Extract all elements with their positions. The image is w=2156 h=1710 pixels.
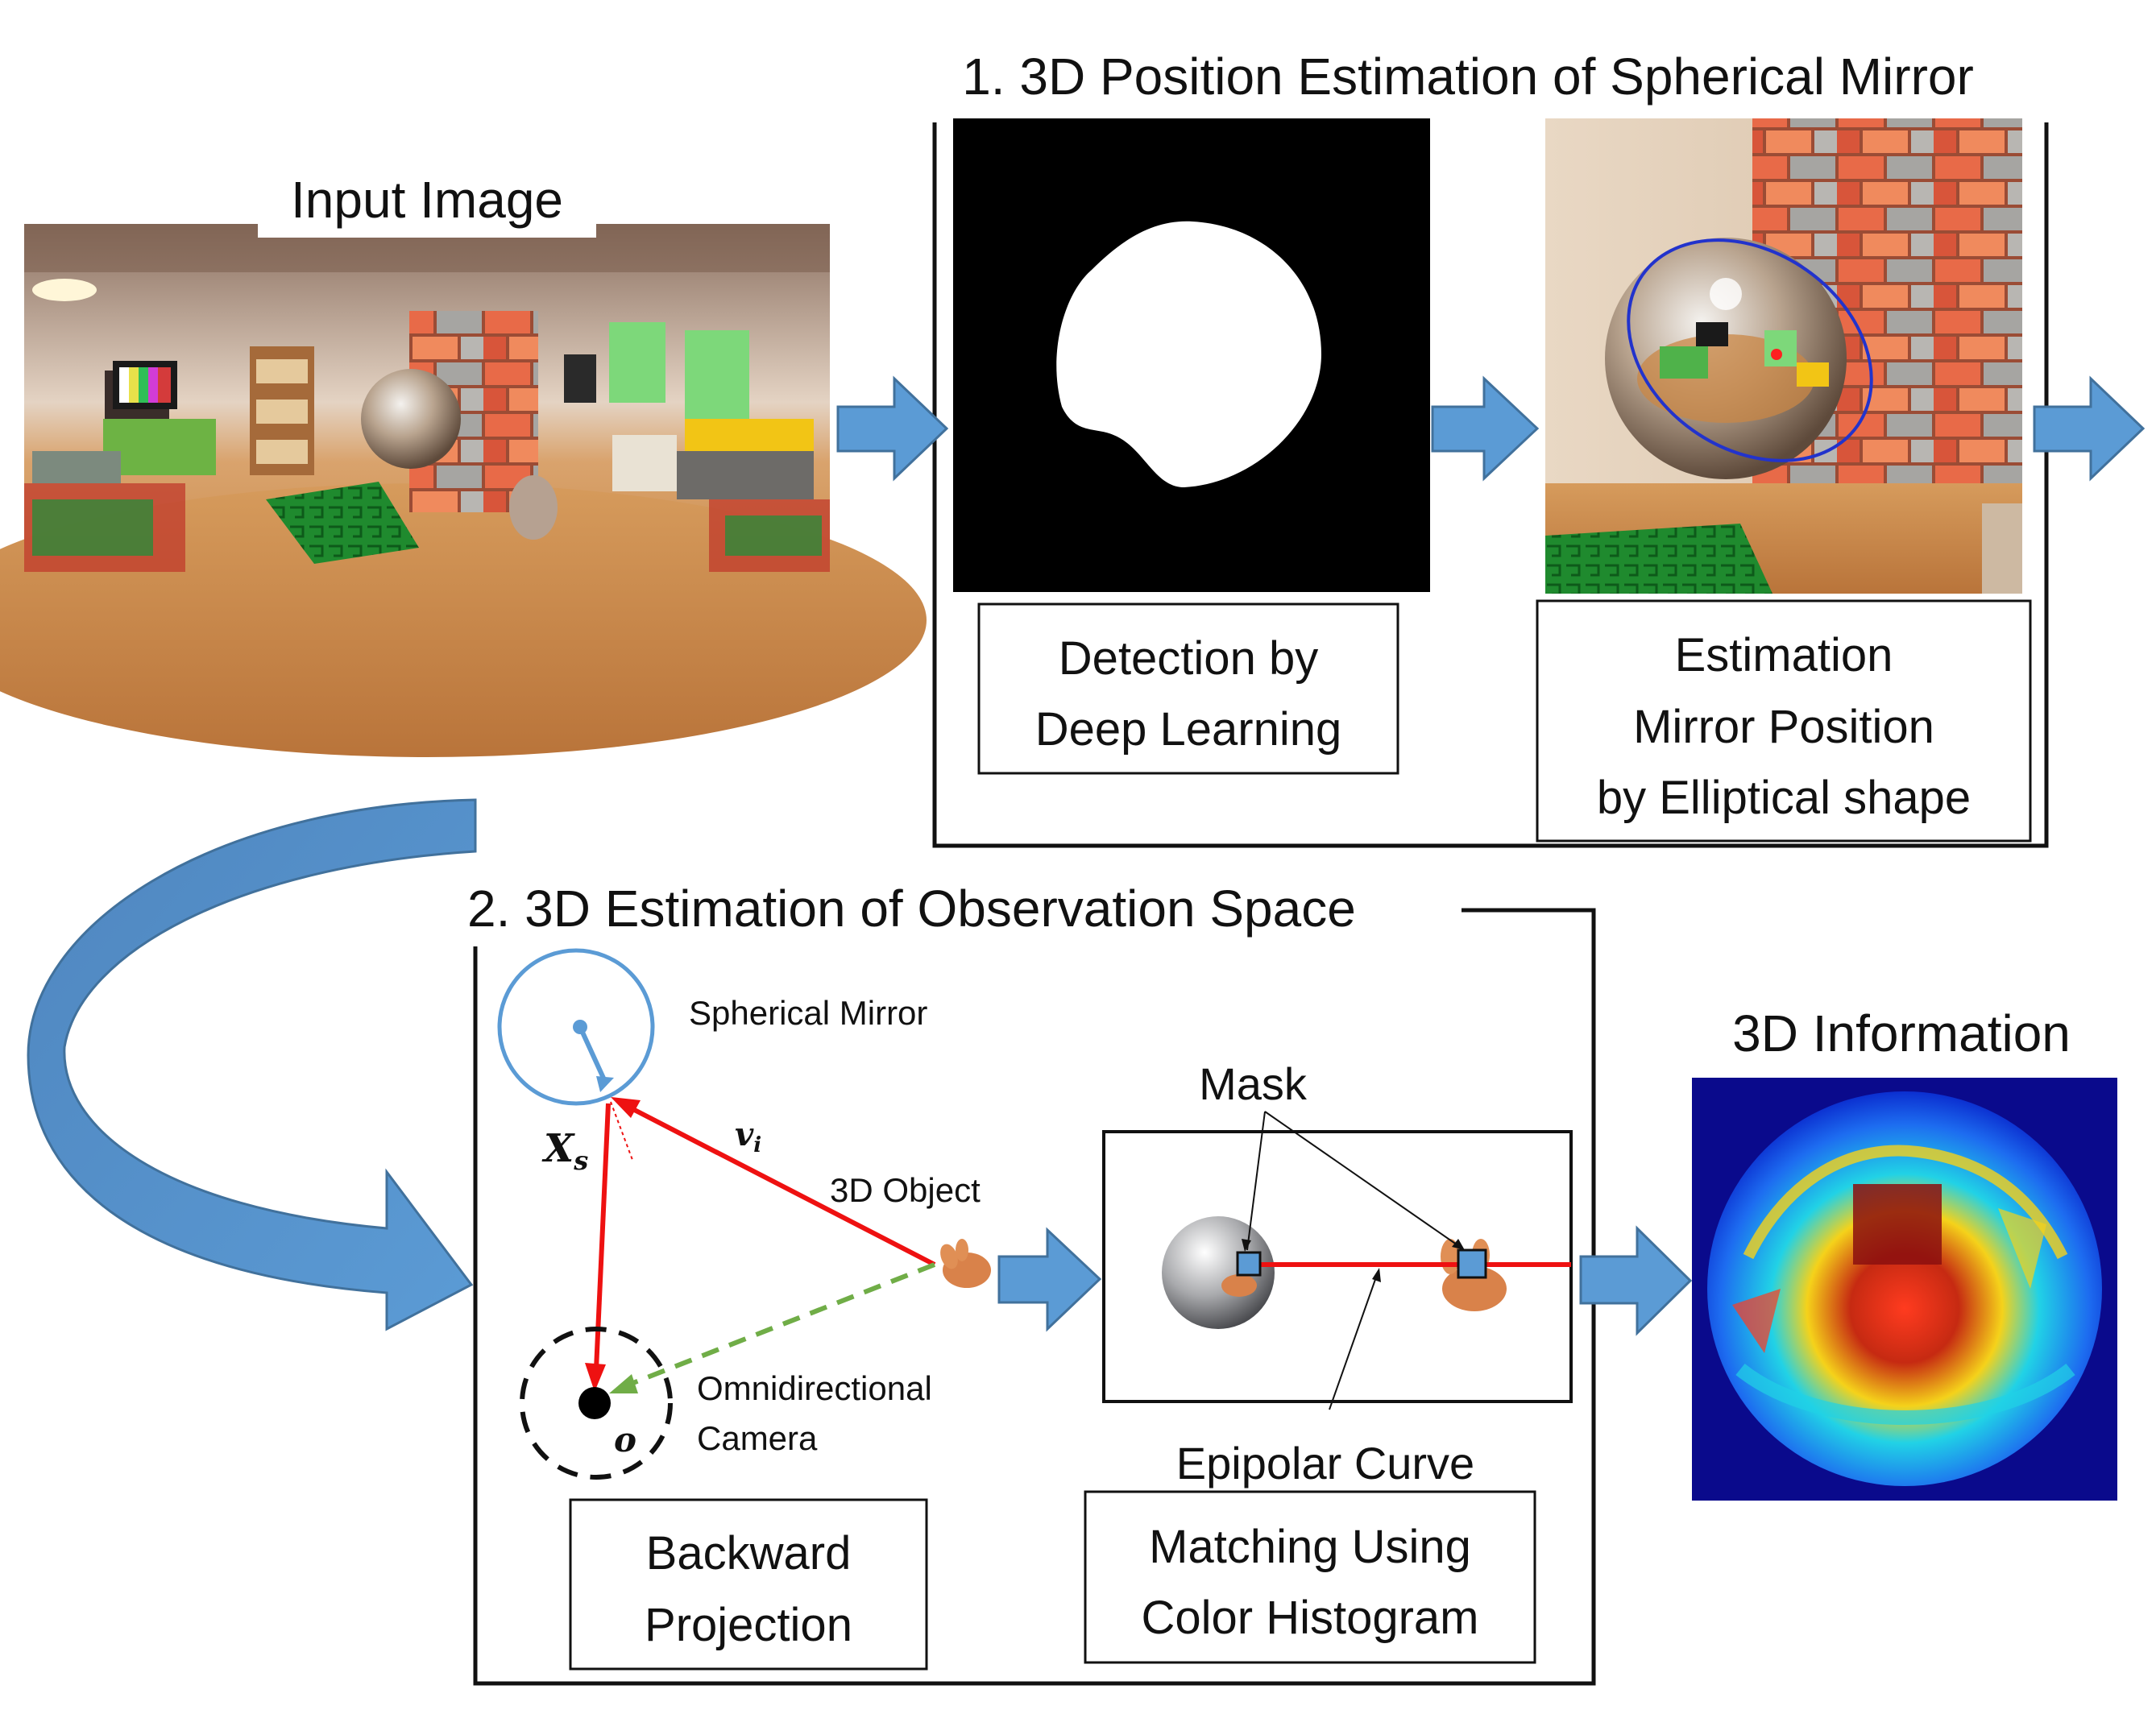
camera-label-line1: Omnidirectional (697, 1369, 932, 1407)
detection-box-line1: Detection by (1059, 632, 1318, 685)
mask-label: Mask (1199, 1058, 1308, 1109)
backward-box-line2: Projection (645, 1599, 852, 1651)
estimation-box (1536, 599, 2032, 843)
reflected-bunny (1221, 1274, 1257, 1297)
input-image-title: Input Image (291, 171, 563, 229)
flow-arrow-to-3d-information (1579, 1225, 1693, 1336)
ray-vi (620, 1101, 936, 1267)
mask-pointer-1 (1246, 1111, 1266, 1251)
ray-vi-arrowhead (611, 1097, 641, 1118)
matching-box-line2: Color Histogram (1142, 1592, 1479, 1644)
tangent-dashed-line (610, 1101, 633, 1161)
ray-xs-arrowhead (585, 1363, 606, 1392)
estimation-box-line1: Estimation (1675, 629, 1893, 681)
direct-ray-dashed (625, 1262, 936, 1388)
mask-square-mirror (1236, 1251, 1262, 1277)
estimation-mirror-image (1545, 118, 2022, 594)
stage2-title: 2. 3D Estimation of Observation Space (467, 880, 1356, 938)
input-image-panorama (0, 224, 927, 757)
epipolar-pointer (1329, 1272, 1379, 1410)
mask-pointer-2-head (1452, 1239, 1465, 1250)
output-title: 3D Information (1732, 1004, 2071, 1062)
symbol-xs: Xs (541, 1126, 588, 1176)
bunny-object-icon (940, 1239, 991, 1288)
detection-box (977, 602, 1399, 775)
ray-xs (594, 1103, 611, 1370)
matching-box-line1: Matching Using (1149, 1521, 1471, 1573)
mask-pointer-1-head (1242, 1239, 1251, 1252)
detection-box-line2: Deep Learning (1035, 703, 1342, 756)
omnidirectional-camera-circle (520, 1327, 673, 1480)
symbol-o: o (614, 1420, 636, 1460)
mirror-normal-line (578, 1025, 608, 1085)
matching-box (1084, 1490, 1536, 1664)
epipolar-pointer-head (1372, 1268, 1381, 1282)
direct-ray-arrowhead (609, 1374, 638, 1393)
flow-arrow-input-to-stage1 (836, 375, 949, 482)
depth-map-image (1692, 1078, 2117, 1501)
mask-pointer-2 (1264, 1111, 1463, 1249)
object-label: 3D Object (830, 1171, 981, 1209)
flow-arrow-curved-return (27, 798, 477, 1331)
backward-box-line1: Backward (646, 1527, 852, 1580)
stage1-title: 1. 3D Position Estimation of Spherical M… (962, 48, 1974, 106)
spherical-mirror-label: Spherical Mirror (689, 994, 927, 1032)
symbol-vi: vi (735, 1116, 761, 1157)
mask-square-object (1457, 1248, 1487, 1279)
spherical-mirror-circle (497, 948, 655, 1106)
backward-projection-box (569, 1498, 928, 1671)
mirror-normal-arrowhead (596, 1076, 614, 1092)
camera-label-line2: Camera (697, 1419, 818, 1457)
epipolar-label: Epipolar Curve (1176, 1438, 1474, 1488)
flow-arrow-sketch-to-matching (997, 1227, 1102, 1332)
flow-arrow-detection-to-estimation (1431, 375, 1540, 482)
detection-mask-image (953, 118, 1430, 592)
estimation-box-line2: Mirror Position (1633, 701, 1934, 753)
estimation-box-line3: by Elliptical shape (1597, 772, 1971, 824)
stage2-frame (473, 908, 1596, 1686)
camera-center-dot (578, 1387, 611, 1419)
flow-arrow-stage1-out (2033, 375, 2146, 482)
